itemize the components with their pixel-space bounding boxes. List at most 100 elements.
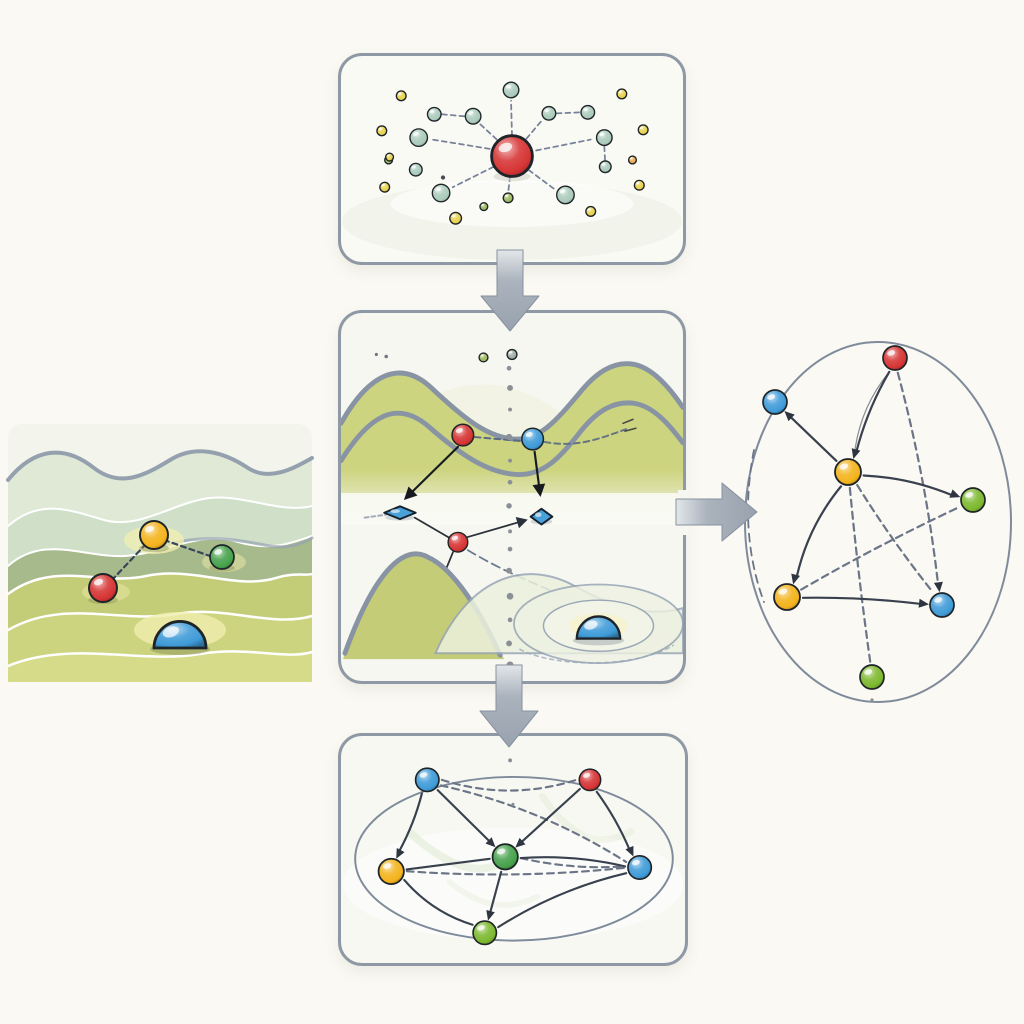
edge-arrowhead xyxy=(396,848,405,859)
node-bTL xyxy=(762,389,788,415)
green-dot xyxy=(502,192,514,204)
yellow-dot xyxy=(616,88,628,100)
ridge-stroke xyxy=(156,536,314,550)
graph-edge xyxy=(439,784,628,864)
graph-edge xyxy=(436,789,492,843)
edge-arrowhead xyxy=(625,845,634,857)
graph-edge xyxy=(488,870,503,915)
graph-edge xyxy=(853,371,890,458)
ridge-stroke xyxy=(6,449,314,482)
contour-dash xyxy=(519,644,674,664)
dashed-link xyxy=(543,428,627,445)
yellow-dot xyxy=(395,90,407,102)
graph-edge xyxy=(800,505,961,591)
dashed-spoke xyxy=(520,163,557,191)
dashed-spoke xyxy=(510,99,513,137)
dashed-mark xyxy=(363,513,388,519)
yellow-dot xyxy=(376,125,388,137)
green-dot xyxy=(478,352,489,363)
gray-dot xyxy=(506,348,518,361)
teal-node xyxy=(409,128,429,148)
node-rTR xyxy=(578,768,602,792)
red-node xyxy=(88,573,118,603)
edge-arrowhead xyxy=(918,598,930,608)
link-arrow xyxy=(515,516,528,529)
landscape-transition-graphic xyxy=(341,348,683,669)
yellow-dot xyxy=(585,205,597,218)
graph-edge xyxy=(403,878,474,926)
tiny-dot xyxy=(440,175,446,180)
panel-network-graph xyxy=(738,332,1018,714)
edge-arrowhead xyxy=(933,581,943,593)
node-bBR xyxy=(929,592,955,618)
descent-arrow xyxy=(533,450,541,488)
terrain-landscape-graphic xyxy=(6,424,314,682)
teal-node xyxy=(464,107,482,125)
green-node xyxy=(209,544,235,570)
blue-diamond-marker xyxy=(529,507,554,526)
node-red xyxy=(882,345,908,371)
node-gB xyxy=(859,664,885,690)
node-bTL xyxy=(414,767,440,793)
edge-arrowhead xyxy=(486,910,495,921)
graph-edge xyxy=(795,485,843,579)
tiny-dots xyxy=(508,758,515,806)
edge-arrowhead xyxy=(949,489,961,498)
graph-edge xyxy=(405,866,627,876)
ridge-stroke-front xyxy=(341,400,683,477)
node-yBL xyxy=(773,583,801,611)
scribble-mark xyxy=(622,418,637,432)
link-line xyxy=(413,516,451,540)
tiny-dot xyxy=(870,698,874,702)
graph-edge xyxy=(519,856,627,868)
node-gC xyxy=(491,843,519,871)
network-result-graphic xyxy=(342,758,684,946)
dashed-link xyxy=(110,542,148,582)
graph-edge xyxy=(848,486,872,664)
descent-arrow xyxy=(410,445,460,494)
dashed-link xyxy=(473,436,522,442)
edge-arrowhead xyxy=(791,573,800,585)
teal-node xyxy=(580,104,596,120)
green-dot xyxy=(479,202,489,212)
dashed-link xyxy=(162,538,212,558)
graph-edge xyxy=(595,790,631,851)
descent-arrow xyxy=(403,486,418,500)
panel-landscape-transition xyxy=(338,310,686,684)
blue-minimum-dome xyxy=(575,615,622,640)
node-yL xyxy=(377,857,405,885)
dashed-spoke xyxy=(431,138,500,152)
blue-minimum-dome xyxy=(152,620,208,650)
orange-dot xyxy=(627,155,638,165)
dashed-link xyxy=(441,113,466,118)
teal-node xyxy=(595,129,613,147)
teal-node xyxy=(502,81,520,99)
central-red-node xyxy=(490,134,534,178)
panel-terrain-landscape xyxy=(6,416,314,682)
terrain-layer xyxy=(8,651,312,682)
edge-arrowhead xyxy=(851,448,861,460)
node-gR xyxy=(960,487,986,513)
graph-edge xyxy=(862,474,954,497)
node-bR xyxy=(627,855,653,881)
node-yC xyxy=(834,458,862,486)
floor-glow xyxy=(342,827,684,941)
graph-edge xyxy=(789,415,838,463)
teal-node xyxy=(431,183,451,203)
tiny-dots xyxy=(374,352,388,359)
dashed-link xyxy=(555,111,580,115)
graph-edge xyxy=(405,857,491,871)
red-node-lower xyxy=(447,531,469,553)
dashed-link xyxy=(603,145,607,166)
graph-edge xyxy=(440,778,578,792)
edge-arrowhead xyxy=(515,837,526,848)
graph-edge xyxy=(801,596,923,606)
yellow-dot xyxy=(633,179,645,191)
teal-node xyxy=(598,160,612,174)
wave-stroke xyxy=(6,572,314,596)
yellow-dot xyxy=(379,181,391,193)
red-node-upper xyxy=(451,423,475,447)
descent-arrow xyxy=(532,483,546,497)
graph-edge xyxy=(856,483,935,594)
